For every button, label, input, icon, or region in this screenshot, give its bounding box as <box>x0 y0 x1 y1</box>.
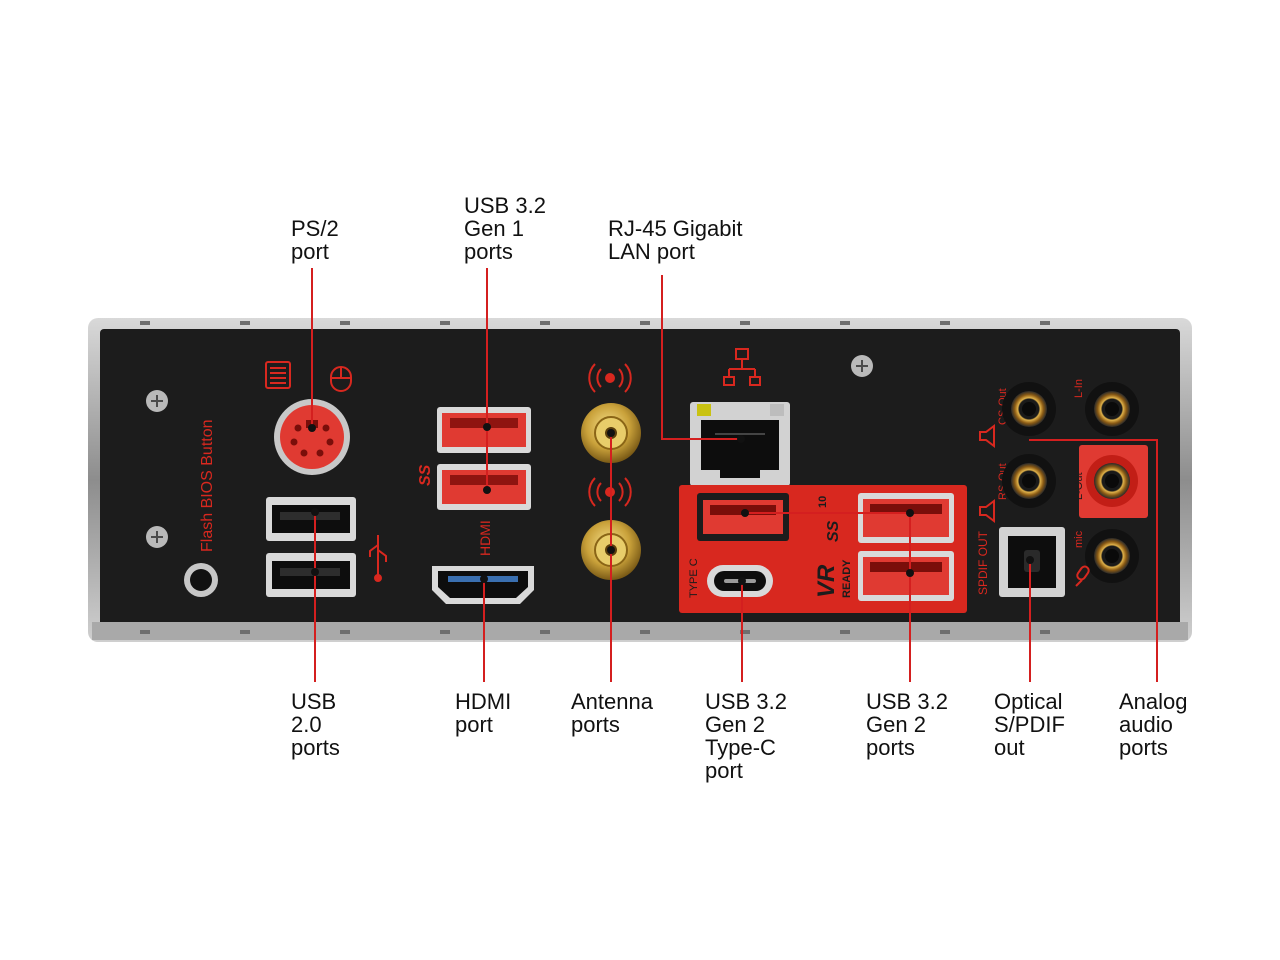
audio-jack-cs-out[interactable] <box>1002 382 1056 436</box>
label-optical-spdif-out: Optical S/PDIF out <box>994 689 1065 760</box>
flash-bios-button[interactable] <box>184 563 218 597</box>
superspeed-10-icon: SS <box>825 520 842 542</box>
speaker-icon-rs <box>979 499 995 523</box>
label-rj45-lan-port: RJ-45 Gigabit LAN port <box>608 216 743 264</box>
leader-rj45 <box>661 275 741 440</box>
usb32-gen1-port-bottom[interactable] <box>437 464 531 510</box>
wifi-antenna-icon-top <box>588 363 632 393</box>
usb32-gen2-typea-port-left[interactable] <box>697 493 789 541</box>
usb32-gen1-port-top[interactable] <box>437 407 531 453</box>
superspeed-icon: SS <box>417 464 434 486</box>
screw-left-top <box>146 390 168 412</box>
usb-trident-icon <box>369 535 387 582</box>
mic-label: mic <box>1073 530 1085 548</box>
vr-ready-label: READY <box>841 559 853 598</box>
label-usb20-ports: USB 2.0 ports <box>291 689 340 760</box>
label-antenna-ports: Antenna ports <box>571 689 653 737</box>
hdmi-panel-label: HDMI <box>477 520 493 556</box>
label-analog-audio-ports: Analog audio ports <box>1119 689 1188 760</box>
usb20-port-top[interactable] <box>266 497 356 541</box>
keyboard-icon <box>265 361 291 389</box>
screw-center <box>851 355 873 377</box>
usb32-gen2-typea-port-bottom[interactable] <box>858 551 954 601</box>
network-icon <box>723 348 761 386</box>
l-in-label: L-In <box>1073 379 1085 398</box>
label-usb32-gen2-ports: USB 3.2 Gen 2 ports <box>866 689 948 760</box>
type-c-label: TYPE C <box>688 558 700 598</box>
microphone-icon <box>1075 565 1090 587</box>
superspeed-text: SS <box>417 464 434 486</box>
spdif-out-label: SPDIF OUT <box>976 530 990 595</box>
leader-lines <box>308 268 1158 682</box>
flash-bios-label: Flash BIOS Button <box>199 419 216 552</box>
rj45-lan-port[interactable] <box>690 402 790 486</box>
superspeed-10-number: 10 <box>817 496 829 508</box>
mouse-icon <box>330 366 352 392</box>
l-out-label: L-Out <box>1073 472 1085 500</box>
usb32-gen2-typea-port-top[interactable] <box>858 493 954 543</box>
audio-jack-line-in[interactable] <box>1085 382 1139 436</box>
audio-jack-line-out[interactable] <box>1086 455 1138 507</box>
leader-audio <box>1029 439 1158 682</box>
speaker-icon-cs <box>979 424 995 448</box>
label-hdmi-port: HDMI port <box>455 689 512 737</box>
label-ps2-port: PS/2 port <box>291 216 339 264</box>
usb20-port-bottom[interactable] <box>266 553 356 597</box>
screw-left-bottom <box>146 526 168 548</box>
vr-logo: VR <box>813 564 840 598</box>
audio-jack-rs-out[interactable] <box>1002 454 1056 508</box>
frame-rivets <box>140 321 1050 634</box>
label-usb32-gen2-typec-port: USB 3.2 Gen 2 Type-C port <box>705 689 787 783</box>
leader-usb32-gen2 <box>745 512 911 682</box>
label-usb32-gen1-ports: USB 3.2 Gen 1 ports <box>464 193 546 264</box>
audio-jack-mic[interactable] <box>1085 529 1139 583</box>
